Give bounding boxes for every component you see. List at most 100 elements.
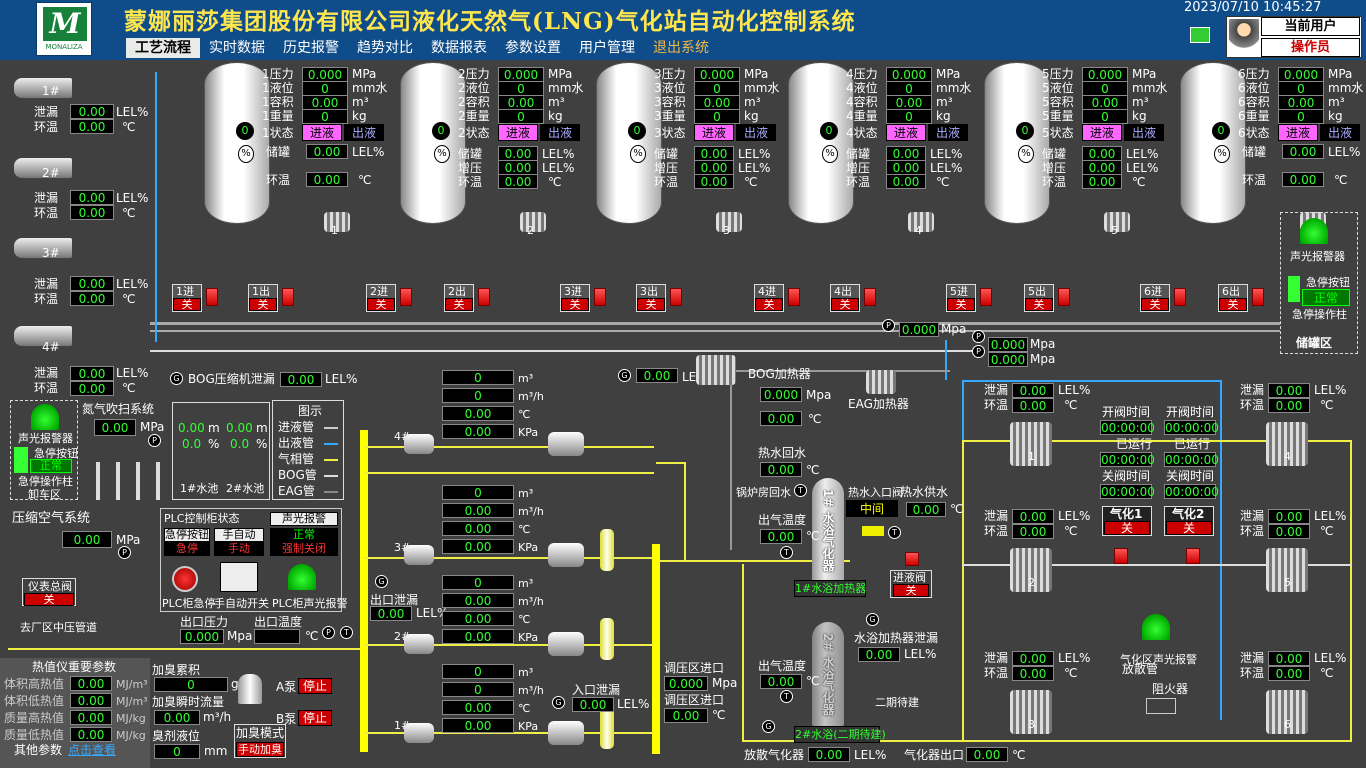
valve-2进-state[interactable]: 关	[367, 298, 395, 311]
valve-3出-icon[interactable]	[670, 288, 682, 306]
close-time-1-label: 关阀时间	[1102, 469, 1151, 483]
unload4-temp-label: 环温	[34, 381, 59, 395]
tank-5-boost: 0.00	[1082, 160, 1122, 175]
valve-3进-state[interactable]: 关	[561, 298, 589, 311]
unload2-temp-label: 环温	[34, 206, 59, 220]
odor-level: 0	[154, 744, 200, 759]
odor-mode[interactable]: 手动加臭	[236, 742, 284, 757]
menu-users[interactable]: 用户管理	[579, 40, 635, 56]
datetime: 2023/07/10 10:45:27	[1184, 0, 1322, 15]
tank-5-pressure: 0.000	[1082, 67, 1128, 82]
pump-a-state[interactable]: 停止	[298, 678, 332, 694]
filter-1#-icon	[600, 707, 614, 749]
cal-row-2-value: 0.00	[70, 710, 112, 725]
tank-4-out-state[interactable]: 出液	[928, 124, 968, 141]
menu-settings[interactable]: 参数设置	[505, 40, 561, 56]
valve-5出-icon[interactable]	[1058, 288, 1070, 306]
vap-6-temp: 0.00	[1268, 666, 1310, 681]
menu-realtime-data[interactable]: 实时数据	[209, 40, 265, 56]
valve-5进-state[interactable]: 关	[947, 298, 975, 311]
tank-1-icon	[204, 62, 270, 224]
bog-heater-t: 0.00	[760, 411, 802, 426]
tank-3-temp-label: 环温	[654, 175, 679, 189]
air-valve-state[interactable]: 关	[24, 593, 74, 606]
tank-2-in-state[interactable]: 进液	[498, 124, 538, 141]
tank-5-level-dot: 0	[1016, 122, 1034, 140]
valve-1出-state[interactable]: 关	[249, 298, 277, 311]
gas2-valve-icon[interactable]	[1186, 548, 1200, 564]
view-params-link[interactable]: 点击查看	[68, 743, 117, 757]
menu-process-flow[interactable]: 工艺流程	[126, 38, 200, 58]
menu-trend[interactable]: 趋势对比	[357, 40, 413, 56]
valve-1出-icon[interactable]	[282, 288, 294, 306]
hot-water-return-label: 热水回水	[758, 446, 807, 460]
valve-4进-label: 4进	[758, 285, 776, 298]
valve-3出-state[interactable]: 关	[637, 298, 665, 311]
flow-meter-4#-icon	[404, 434, 434, 454]
tank-6-in-state[interactable]: 进液	[1278, 124, 1318, 141]
plc-auto-header: 手自动	[214, 528, 264, 542]
valve-2出-icon[interactable]	[478, 288, 490, 306]
valve-5出-state[interactable]: 关	[1025, 298, 1053, 311]
menu-reports[interactable]: 数据报表	[431, 40, 487, 56]
tank-1-out-state[interactable]: 出液	[344, 124, 384, 141]
valve-4进-icon[interactable]	[788, 288, 800, 306]
tank-5-out-state[interactable]: 出液	[1124, 124, 1164, 141]
valve-5进-icon[interactable]	[980, 288, 992, 306]
reg-in-t-unit: ℃	[712, 708, 726, 722]
tank-2-out-state[interactable]: 出液	[540, 124, 580, 141]
valve-6进-icon[interactable]	[1174, 288, 1186, 306]
vap-5-deg: ℃	[1320, 524, 1334, 538]
plc-auto-switch-icon[interactable]	[220, 562, 258, 592]
tank-6-deg: ℃	[1334, 173, 1348, 187]
unload3-leak: 0.00	[70, 276, 114, 291]
valve-6出-icon[interactable]	[1252, 288, 1264, 306]
valve-6出-state[interactable]: 关	[1219, 298, 1247, 311]
valve-2进-icon[interactable]	[400, 288, 412, 306]
gas1-state[interactable]: 关	[1104, 521, 1150, 535]
valve-4出-icon[interactable]	[864, 288, 876, 306]
valve-3进-icon[interactable]	[594, 288, 606, 306]
tank-3-in-state[interactable]: 进液	[694, 124, 734, 141]
inlet-valve-state[interactable]: 中间	[846, 500, 898, 517]
vap-5-temp-label: 环温	[1240, 524, 1265, 538]
plc-estop-button-icon[interactable]	[172, 566, 198, 592]
menu-exit[interactable]: 退出系统	[653, 40, 709, 56]
calorific-title: 热值仪重要参数	[32, 660, 117, 674]
tank-6-temp-label: 环温	[1242, 173, 1267, 187]
hot-valve-icon	[862, 526, 884, 536]
vap-5-leak-label: 泄漏	[1240, 509, 1265, 523]
tank-6-volume-unit: m³	[1328, 95, 1345, 109]
current-user-role[interactable]: 操作员	[1261, 38, 1360, 57]
tank-5-in-state[interactable]: 进液	[1082, 124, 1122, 141]
temp-gauge-icon-2: T	[780, 546, 793, 559]
tank-3-volume-unit: m³	[744, 95, 761, 109]
tank-6-out-state[interactable]: 出液	[1320, 124, 1360, 141]
reg-in-p-unit: Mpa	[712, 676, 738, 690]
plc-alarm-label: PLC柜声光报警	[272, 597, 348, 610]
gas-header-left	[360, 430, 368, 752]
gas2-state[interactable]: 关	[1166, 521, 1212, 535]
tank-1-in-state[interactable]: 进液	[302, 124, 342, 141]
odor-rate: 0.00	[154, 710, 200, 725]
tank-4-in-state[interactable]: 进液	[886, 124, 926, 141]
valve-1进-state[interactable]: 关	[173, 298, 201, 311]
tank-2-pct: %	[434, 145, 450, 163]
valve-2出-state[interactable]: 关	[445, 298, 473, 311]
menu-alarm-history[interactable]: 历史报警	[283, 40, 339, 56]
vaporizer-5-num: 5	[1284, 576, 1291, 589]
vap-6-leak-label: 泄漏	[1240, 651, 1265, 665]
valve-6进-state[interactable]: 关	[1141, 298, 1169, 311]
valve-4出-state[interactable]: 关	[831, 298, 859, 311]
tank-4-level-label: 4液位	[846, 81, 878, 95]
inlet-liquid-valve-icon[interactable]	[905, 552, 919, 566]
plc-estop-state: 急停	[164, 542, 210, 556]
pump-b-state[interactable]: 停止	[298, 710, 332, 726]
pool2-p-unit: %	[256, 437, 268, 451]
tank-4-pressure: 0.000	[886, 67, 932, 82]
user-avatar-icon[interactable]	[1229, 19, 1259, 55]
valve-4进-state[interactable]: 关	[755, 298, 783, 311]
valve-1进-icon[interactable]	[206, 288, 218, 306]
tank-3-out-state[interactable]: 出液	[736, 124, 776, 141]
gas1-valve-icon[interactable]	[1114, 548, 1128, 564]
